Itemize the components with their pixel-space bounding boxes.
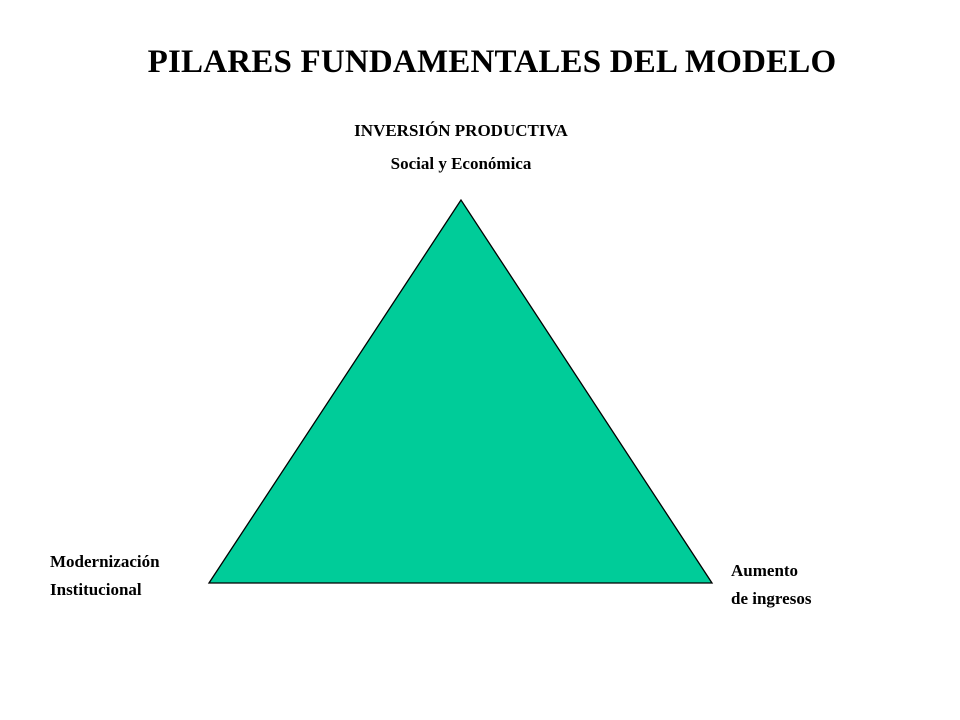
left-label-line2: Institucional [50,580,142,599]
left-vertex-label: Modernización Institucional [50,548,160,604]
apex-label-line2: Social y Económica [390,154,532,173]
right-label-line2: de ingresos [731,589,812,608]
pillars-triangle [207,198,714,584]
slide-title: PILARES FUNDAMENTALES DEL MODELO [147,44,837,80]
right-label-line1: Aumento [731,561,799,580]
right-vertex-label: Aumento de ingresos [731,557,811,613]
left-label-line1: Modernización [50,552,160,571]
apex-label-line1: INVERSIÓN PRODUCTIVA [354,121,568,140]
